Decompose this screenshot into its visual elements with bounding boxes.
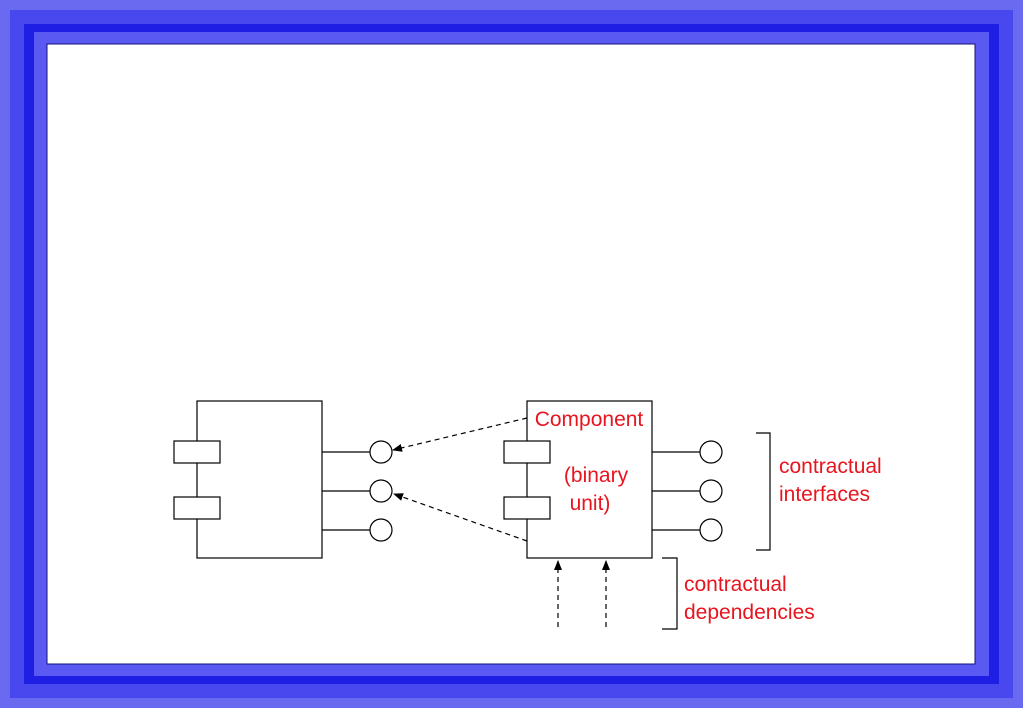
client-interface-1 (369, 440, 393, 464)
main-component (503, 400, 723, 559)
client-component-body (196, 400, 323, 559)
main-component-tab-upper (503, 440, 551, 464)
interfaces-label-line2: interfaces (779, 483, 870, 506)
client-component-tab-upper (173, 440, 221, 464)
component-title: Component (535, 408, 644, 431)
interfaces-label-line1: contractual (779, 455, 882, 478)
dependencies-label-line2: dependencies (684, 601, 815, 624)
usage-arrows (392, 417, 528, 542)
usage-arrow-upper (392, 417, 528, 452)
dependencies-bracket (662, 557, 678, 630)
main-component-tab-lower (503, 496, 551, 520)
main-interface-3 (699, 518, 723, 542)
client-component (173, 400, 393, 559)
component-subtitle-line1: (binary (564, 464, 629, 487)
main-component-body (526, 400, 653, 559)
component-subtitle-line2: unit) (570, 492, 611, 515)
main-interface-2 (699, 479, 723, 503)
client-component-tab-lower (173, 496, 221, 520)
dependency-arrows (554, 560, 610, 627)
interfaces-bracket (756, 432, 771, 551)
usage-arrow-lower (393, 493, 528, 542)
client-interface-3 (369, 518, 393, 542)
main-interface-1 (699, 440, 723, 464)
client-interface-2 (369, 479, 393, 503)
dependencies-label-line1: contractual (684, 573, 787, 596)
